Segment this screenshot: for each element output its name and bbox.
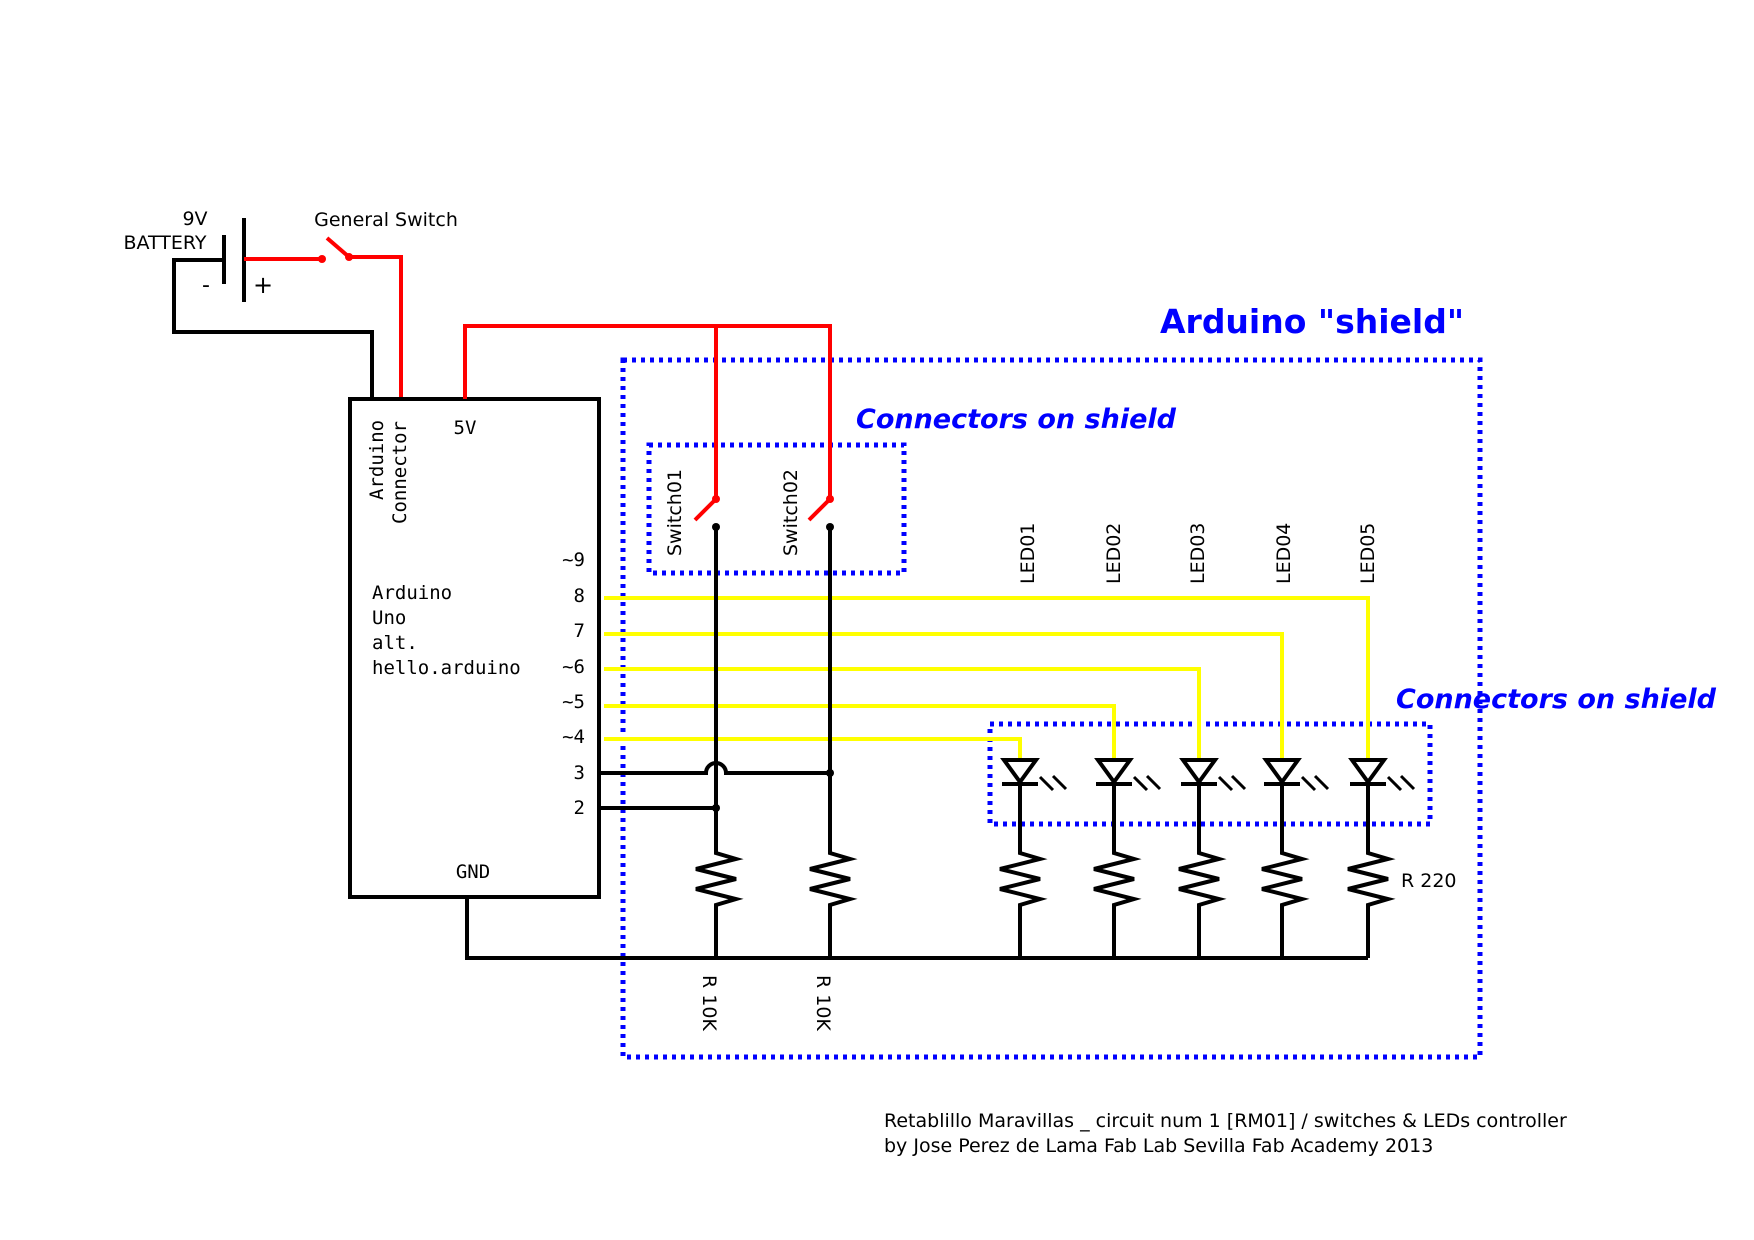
pin-label-5: ~5 xyxy=(562,691,585,713)
led03-label: LED03 xyxy=(1187,523,1209,584)
general-switch-to-arduino-wire xyxy=(349,255,403,399)
credit-line-1: Retablillo Maravillas _ circuit num 1 [R… xyxy=(884,1110,1567,1132)
arduino-connector-label-2: Connector xyxy=(389,421,411,524)
battery-minus: - xyxy=(202,273,210,298)
general-switch xyxy=(318,236,353,263)
led-connectors-label: Connectors on shield xyxy=(1396,684,1717,715)
pin-label-4: ~4 xyxy=(562,726,585,748)
arduino-name-3: alt. xyxy=(372,632,418,654)
switch02-label: Switch02 xyxy=(780,469,802,556)
pulldown-resistor-2-label: R 10K xyxy=(812,975,834,1031)
pin-label-7: 7 xyxy=(574,620,585,642)
led02-resistor xyxy=(1093,849,1142,958)
led02-symbol xyxy=(1094,758,1162,849)
switch02 xyxy=(807,495,834,531)
switch-connector-outline xyxy=(646,442,907,576)
signal-wire-pin5 xyxy=(604,704,1116,760)
arduino-board xyxy=(348,397,601,899)
pin3-wire xyxy=(599,761,830,775)
general-switch-label: General Switch xyxy=(314,209,458,231)
led01-resistor xyxy=(999,849,1048,958)
signal-wire-pin8 xyxy=(604,596,1370,760)
led-connector-outline xyxy=(987,721,1433,827)
pin-label-8: 8 xyxy=(574,585,585,607)
pin-label-2: 2 xyxy=(574,797,585,819)
signal-wire-pin6 xyxy=(604,667,1201,760)
led04-symbol xyxy=(1262,758,1330,849)
battery-voltage: 9V xyxy=(182,208,207,230)
led03-symbol xyxy=(1179,758,1247,849)
arduino-connector-label-1: Arduino xyxy=(366,420,388,500)
led01-symbol xyxy=(1000,758,1068,849)
led05-resistor xyxy=(1347,849,1396,958)
shield-outline xyxy=(620,357,1483,1060)
arduino-name-1: Arduino xyxy=(372,582,452,604)
switch-connectors-label: Connectors on shield xyxy=(856,404,1177,435)
pulldown-resistor-1 xyxy=(695,849,744,958)
led01-label: LED01 xyxy=(1017,523,1039,584)
pulldown-resistor-2 xyxy=(809,849,858,958)
arduino-name-4: hello.arduino xyxy=(372,657,521,679)
ground-bus xyxy=(465,897,1368,960)
switch01-label: Switch01 xyxy=(664,469,686,556)
led-resistor-label: R 220 xyxy=(1401,870,1457,892)
pin2-junction xyxy=(712,804,720,812)
arduino-gnd-label: GND xyxy=(456,861,490,883)
arduino-name-2: Uno xyxy=(372,607,406,629)
led03-resistor xyxy=(1178,849,1227,958)
led04-label: LED04 xyxy=(1273,523,1295,584)
shield-title: Arduino "shield" xyxy=(1160,302,1464,341)
arduino-5v-label: 5V xyxy=(454,417,477,439)
pin3-junction xyxy=(826,769,834,777)
pin-label-3: 3 xyxy=(574,762,585,784)
battery xyxy=(222,218,246,302)
signal-wire-pin7 xyxy=(604,632,1284,760)
pin-label-9: ~9 xyxy=(562,549,585,571)
switch01 xyxy=(693,495,720,531)
battery-negative-wire xyxy=(172,258,374,399)
battery-plus: + xyxy=(253,271,273,299)
pin-label-6: ~6 xyxy=(562,656,585,678)
battery-label: BATTERY xyxy=(123,232,206,254)
pulldown-resistor-1-label: R 10K xyxy=(698,975,720,1031)
credit-line-2: by Jose Perez de Lama Fab Lab Sevilla Fa… xyxy=(884,1135,1433,1157)
led02-label: LED02 xyxy=(1103,523,1125,584)
led05-label: LED05 xyxy=(1357,523,1379,584)
5v-power-wire xyxy=(463,324,832,499)
led05-symbol xyxy=(1348,758,1416,849)
signal-wire-pin4 xyxy=(604,737,1022,760)
led04-resistor xyxy=(1261,849,1310,958)
